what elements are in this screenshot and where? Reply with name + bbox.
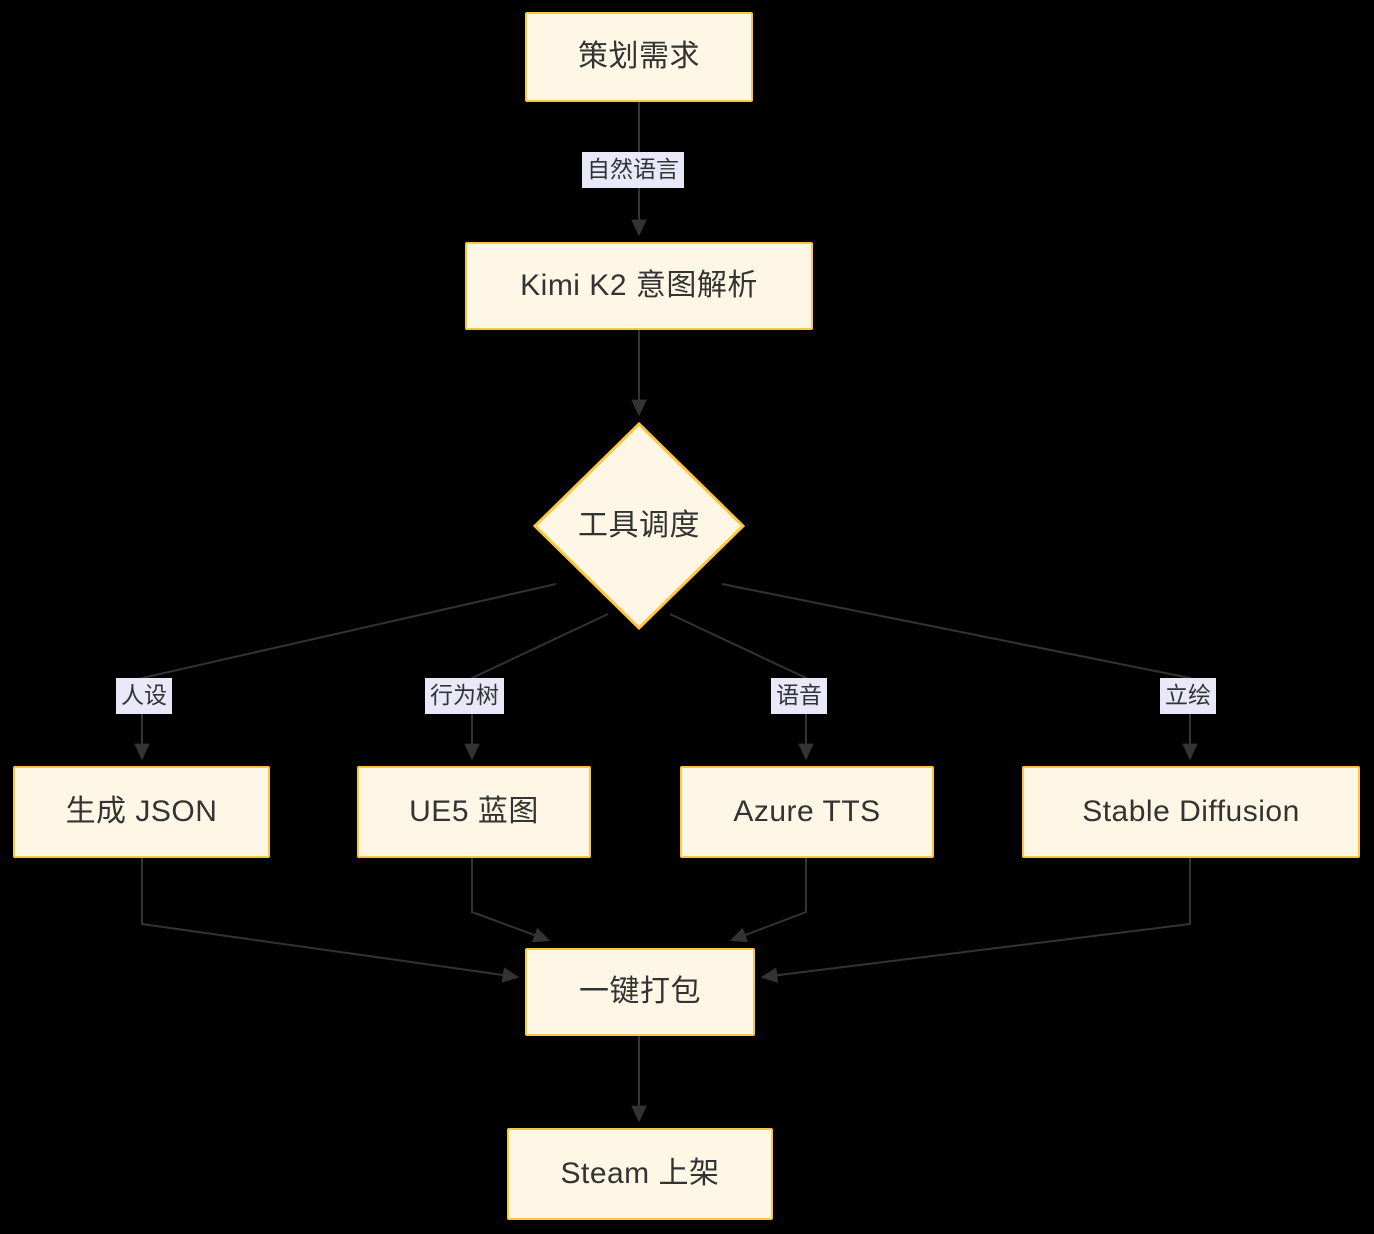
edge-sd-to-pack xyxy=(760,858,1191,983)
node-steam-publish[interactable]: Steam 上架 xyxy=(507,1128,773,1220)
node-plan-label: 策划需求 xyxy=(578,40,700,73)
node-steam-publish-label: Steam 上架 xyxy=(560,1157,720,1190)
node-kimi-intent-parse[interactable]: Kimi K2 意图解析 xyxy=(465,242,813,330)
edge-label-behavior-tree: 行为树 xyxy=(425,678,504,714)
node-tool-dispatch[interactable]: 工具调度 xyxy=(533,422,745,630)
edge-label-voice: 语音 xyxy=(771,678,827,714)
node-azure-tts-label: Azure TTS xyxy=(733,795,881,828)
edge-label-key-art: 立绘 xyxy=(1160,678,1216,714)
edge-label-persona: 人设 xyxy=(116,678,172,714)
node-one-click-package[interactable]: 一键打包 xyxy=(525,948,755,1036)
edge-ue5-to-pack xyxy=(471,858,551,943)
node-stable-diffusion-label: Stable Diffusion xyxy=(1082,795,1300,828)
edge-label-behavior-tree-text: 行为树 xyxy=(430,682,499,708)
node-tool-dispatch-label: 工具调度 xyxy=(578,509,700,542)
edge-tool-to-json xyxy=(134,583,557,761)
node-generate-json-label: 生成 JSON xyxy=(65,795,218,828)
node-azure-tts[interactable]: Azure TTS xyxy=(680,766,934,858)
edge-label-voice-text: 语音 xyxy=(776,682,822,708)
node-generate-json[interactable]: 生成 JSON xyxy=(13,766,270,858)
node-stable-diffusion[interactable]: Stable Diffusion xyxy=(1022,766,1360,858)
node-plan[interactable]: 策划需求 xyxy=(525,12,753,102)
edge-label-persona-text: 人设 xyxy=(121,682,167,708)
node-ue5-blueprint-label: UE5 蓝图 xyxy=(409,795,539,828)
edge-label-key-art-text: 立绘 xyxy=(1165,682,1211,708)
edge-json-to-pack xyxy=(141,858,520,983)
node-kimi-intent-parse-label: Kimi K2 意图解析 xyxy=(520,269,758,302)
node-one-click-package-label: 一键打包 xyxy=(579,975,701,1008)
node-ue5-blueprint[interactable]: UE5 蓝图 xyxy=(357,766,591,858)
diamond-shape-icon xyxy=(533,422,745,630)
edge-label-natural-language-text: 自然语言 xyxy=(587,156,679,182)
edge-label-natural-language: 自然语言 xyxy=(582,152,684,188)
edge-tts-to-pack xyxy=(729,858,807,943)
